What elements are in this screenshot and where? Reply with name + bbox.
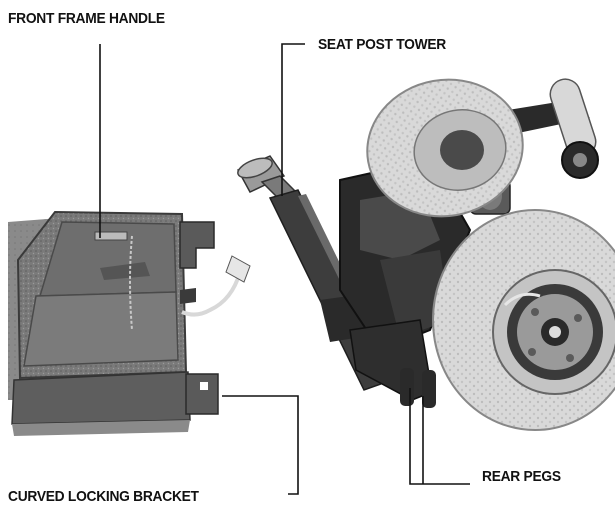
front-frame — [11, 210, 251, 436]
curved-locking-bracket-label: CURVED LOCKING BRACKET — [8, 488, 199, 505]
rear-pegs-label: REAR PEGS — [482, 468, 561, 485]
curved-locking-bracket-leader — [222, 395, 299, 495]
upper-rear-wheel — [366, 78, 524, 218]
seat-post-tower-leader — [281, 43, 305, 196]
front-frame-handle-label: FRONT FRAME HANDLE — [8, 10, 165, 27]
seat-post-tower-label: SEAT POST TOWER — [318, 36, 446, 53]
rear-pegs-leader-1 — [409, 388, 470, 485]
lower-rear-wheel — [432, 209, 615, 431]
